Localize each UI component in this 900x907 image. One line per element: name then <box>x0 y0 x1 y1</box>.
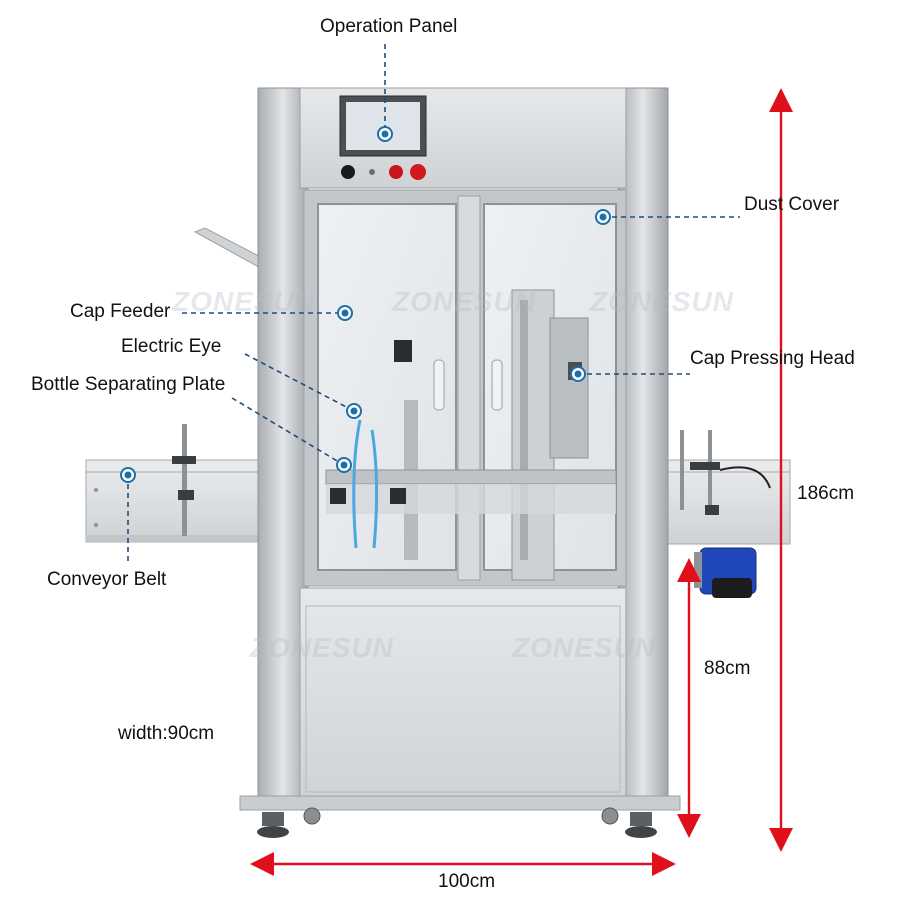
watermark: ZONESUN <box>590 286 734 317</box>
operation-panel <box>339 95 427 180</box>
watermark: ZONESUN <box>250 632 394 663</box>
dimension-height: 186cm <box>797 483 855 504</box>
watermark: ZONESUN <box>172 286 316 317</box>
dimension-width: width:90cm <box>118 723 215 744</box>
label-cap-feeder: Cap Feeder <box>70 301 171 322</box>
leader-lines <box>127 44 740 565</box>
left-conveyor <box>85 424 267 543</box>
watermark: ZONESUN <box>512 632 656 663</box>
label-bottle-separating-plate: Bottle Separating Plate <box>31 374 226 395</box>
label-electric-eye: Electric Eye <box>121 336 222 357</box>
internal-mechanism <box>325 289 617 581</box>
label-conveyor-belt: Conveyor Belt <box>47 569 167 590</box>
dimension-arrows <box>250 88 793 876</box>
dimension-conveyor-height: 88cm <box>704 658 751 679</box>
watermark: ZONESUN <box>392 286 536 317</box>
label-cap-pressing-head: Cap Pressing Head <box>690 348 855 369</box>
label-dust-cover: Dust Cover <box>744 194 840 215</box>
callout-dots <box>120 126 611 483</box>
dimension-length: 100cm <box>438 871 496 892</box>
label-operation-panel: Operation Panel <box>320 16 458 37</box>
right-conveyor <box>665 430 791 598</box>
